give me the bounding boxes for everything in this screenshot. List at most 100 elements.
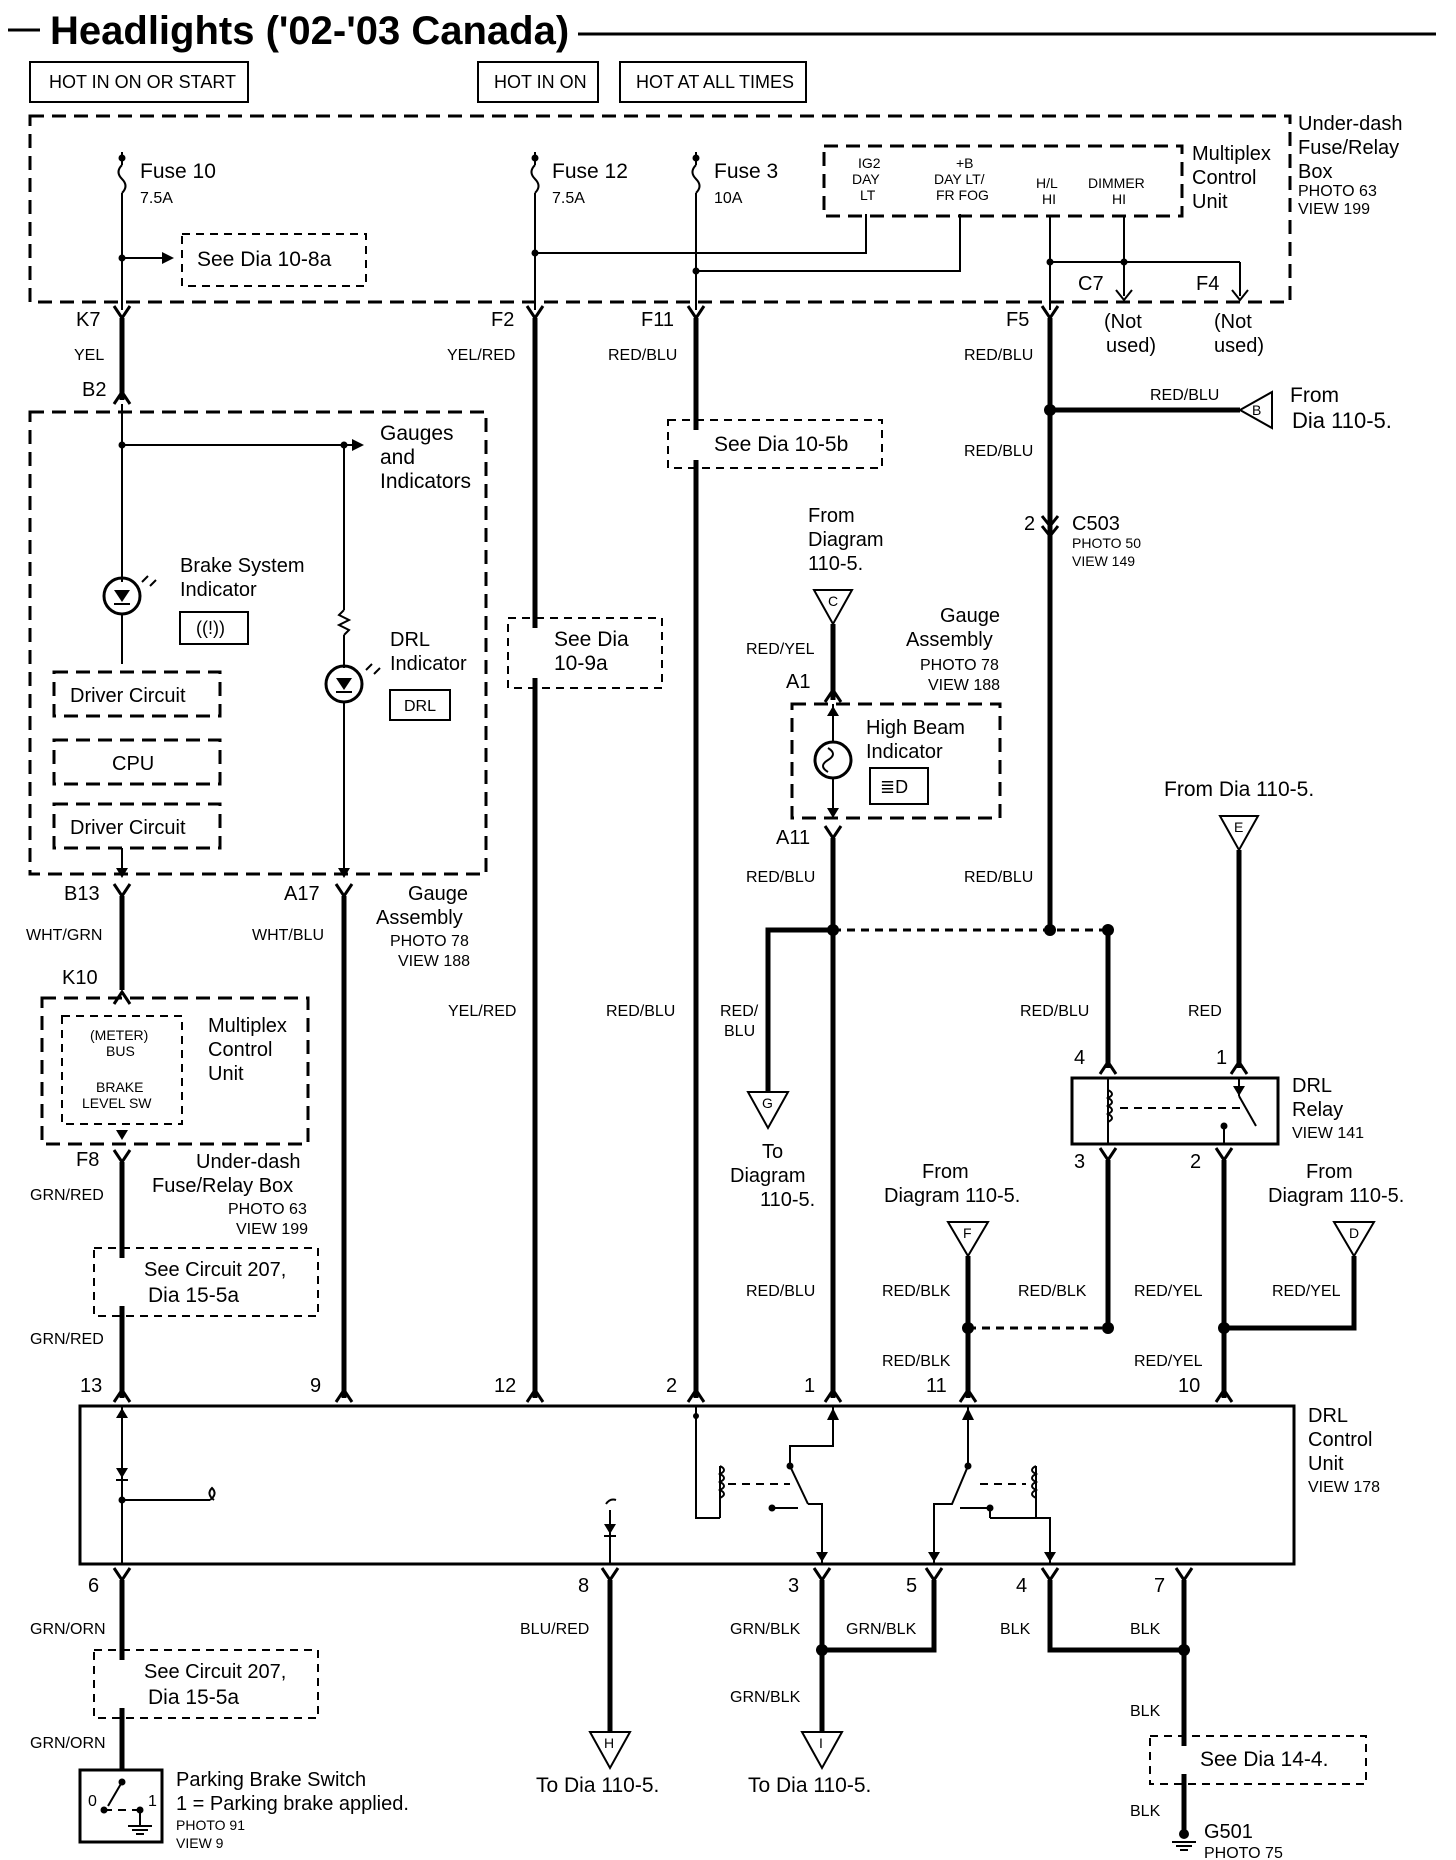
svg-text:See Circuit 207,: See Circuit 207, — [144, 1661, 286, 1683]
svg-text:1: 1 — [1216, 1047, 1227, 1069]
svg-text:F: F — [963, 1225, 972, 1241]
svg-text:H/L: H/L — [1036, 175, 1058, 191]
svg-text:HOT AT ALL TIMES: HOT AT ALL TIMES — [636, 72, 794, 92]
see-circuit-207-upper: See Circuit 207, Dia 15-5a — [93, 1247, 319, 1317]
svg-text:7.5A: 7.5A — [552, 190, 585, 207]
svg-text:WHT/GRN: WHT/GRN — [26, 927, 102, 944]
svg-text:See Dia 10-8a: See Dia 10-8a — [197, 248, 332, 271]
svg-text:Relay: Relay — [1292, 1099, 1343, 1121]
svg-text:RED/BLK: RED/BLK — [882, 1353, 951, 1370]
svg-text:3: 3 — [1074, 1151, 1085, 1173]
svg-text:RED/YEL: RED/YEL — [1134, 1283, 1203, 1300]
svg-text:10-9a: 10-9a — [554, 652, 608, 675]
svg-text:F2: F2 — [491, 309, 514, 331]
svg-text:HOT IN ON OR START: HOT IN ON OR START — [49, 72, 236, 92]
svg-text:Dia 110-5.: Dia 110-5. — [1292, 408, 1392, 433]
svg-text:Assembly: Assembly — [906, 629, 993, 651]
svg-text:Dia 15-5a: Dia 15-5a — [148, 1284, 239, 1307]
svg-text:Gauge: Gauge — [940, 605, 1000, 627]
svg-text:Driver Circuit: Driver Circuit — [70, 817, 186, 839]
from-diagram-110-5-c: From Diagram 110-5. C — [808, 505, 884, 627]
svg-text:PHOTO 75: PHOTO 75 — [1204, 1845, 1283, 1860]
from-diagram-110-5-f: From Diagram 110-5. F — [884, 1161, 1020, 1258]
svg-text:A11: A11 — [776, 827, 810, 849]
svg-text:K10: K10 — [62, 967, 98, 989]
power-label-on-start: HOT IN ON OR START — [29, 61, 249, 103]
svg-text:Indicator: Indicator — [180, 579, 257, 601]
svg-text:2: 2 — [666, 1375, 677, 1397]
svg-text:FR FOG: FR FOG — [936, 187, 989, 203]
see-dia-10-5b: See Dia 10-5b — [667, 419, 883, 469]
svg-text:GRN/ORN: GRN/ORN — [30, 1735, 106, 1752]
svg-text:10A: 10A — [714, 190, 743, 207]
svg-text:From: From — [808, 505, 855, 527]
svg-text:H: H — [604, 1735, 614, 1751]
svg-text:RED/: RED/ — [720, 1003, 759, 1020]
driver-circuit-1: Driver Circuit — [52, 670, 222, 718]
mcu-lower-labels: (METER) BUS BRAKE LEVEL SW Multiplex Con… — [82, 1015, 287, 1111]
connector-markers-top: K7 F2 F11 F5 — [76, 305, 1060, 331]
svg-text:6: 6 — [88, 1575, 99, 1597]
svg-text:≣D: ≣D — [880, 777, 908, 797]
svg-text:F5: F5 — [1006, 309, 1029, 331]
to-dia-110-5-i: I To Dia 110-5. — [748, 1731, 871, 1797]
gauge-assembly-label-left: Gauge Assembly PHOTO 78 VIEW 188 — [376, 883, 470, 970]
svg-text:Fuse/Relay Box: Fuse/Relay Box — [152, 1175, 293, 1197]
pin-c7: C7 — [1078, 273, 1104, 295]
see-dia-10-8a: See Dia 10-8a — [181, 233, 367, 287]
svg-text:PHOTO 78: PHOTO 78 — [920, 657, 999, 674]
svg-text:10: 10 — [1178, 1375, 1200, 1397]
gauge-assembly-label-right: Gauge Assembly PHOTO 78 VIEW 188 — [906, 605, 1000, 694]
svg-text:BLK: BLK — [1130, 1803, 1161, 1820]
svg-text:GRN/BLK: GRN/BLK — [846, 1621, 917, 1638]
svg-text:VIEW 199: VIEW 199 — [1298, 201, 1370, 218]
svg-text:Unit: Unit — [1192, 191, 1228, 213]
fuse-3: Fuse 3 10A — [691, 152, 778, 310]
svg-text:9: 9 — [310, 1375, 321, 1397]
svg-text:Indicator: Indicator — [866, 741, 943, 763]
svg-text:High Beam: High Beam — [866, 717, 965, 739]
svg-text:DIMMER: DIMMER — [1088, 175, 1145, 191]
svg-text:Fuse 12: Fuse 12 — [552, 160, 628, 183]
svg-text:YEL/RED: YEL/RED — [448, 1003, 516, 1020]
svg-text:E: E — [1234, 819, 1243, 835]
svg-text:RED/BLU: RED/BLU — [964, 443, 1033, 460]
svg-text:I: I — [819, 1735, 823, 1751]
multiplex-control-unit-lower — [40, 996, 310, 1146]
svg-text:C503: C503 — [1072, 513, 1120, 535]
svg-text:To Dia 110-5.: To Dia 110-5. — [748, 1774, 871, 1797]
svg-text:Control: Control — [208, 1039, 272, 1061]
svg-text:RED/BLK: RED/BLK — [882, 1283, 951, 1300]
svg-text:Dia 15-5a: Dia 15-5a — [148, 1686, 239, 1709]
svg-text:110-5.: 110-5. — [760, 1189, 815, 1211]
svg-text:used): used) — [1106, 335, 1156, 357]
svg-text:Multiplex: Multiplex — [208, 1015, 287, 1037]
svg-text:RED/YEL: RED/YEL — [1272, 1283, 1341, 1300]
svg-text:B13: B13 — [64, 883, 100, 905]
svg-text:DAY LT/: DAY LT/ — [934, 171, 985, 187]
svg-text:VIEW 141: VIEW 141 — [1292, 1125, 1364, 1142]
svg-text:2: 2 — [1024, 513, 1035, 535]
see-circuit-207-lower: See Circuit 207, Dia 15-5a — [93, 1649, 319, 1719]
svg-text:VIEW 149: VIEW 149 — [1072, 553, 1135, 569]
svg-text:VIEW 188: VIEW 188 — [398, 953, 470, 970]
svg-text:7.5A: 7.5A — [140, 190, 173, 207]
svg-text:Box: Box — [1298, 161, 1332, 183]
svg-text:RED/BLK: RED/BLK — [1018, 1283, 1087, 1300]
brake-system-indicator: Brake System Indicator ((!)) — [102, 555, 304, 645]
pin-f4: F4 — [1196, 273, 1219, 295]
svg-text:used): used) — [1214, 335, 1264, 357]
svg-text:PHOTO 50: PHOTO 50 — [1072, 535, 1141, 551]
svg-text:F8: F8 — [76, 1149, 99, 1171]
svg-text:Under-dash: Under-dash — [196, 1151, 301, 1173]
drl-control-unit — [78, 1404, 1296, 1566]
page-title: Headlights ('02-'03 Canada) — [50, 9, 569, 53]
svg-text:110-5.: 110-5. — [808, 553, 863, 575]
svg-text:(Not: (Not — [1104, 311, 1142, 333]
parking-brake-switch: 0 1 Parking Brake Switch 1 = Parking bra… — [78, 1768, 409, 1851]
svg-text:Multiplex: Multiplex — [1192, 143, 1271, 165]
svg-text:11: 11 — [926, 1375, 947, 1397]
svg-text:3: 3 — [788, 1575, 799, 1597]
svg-text:Assembly: Assembly — [376, 907, 463, 929]
